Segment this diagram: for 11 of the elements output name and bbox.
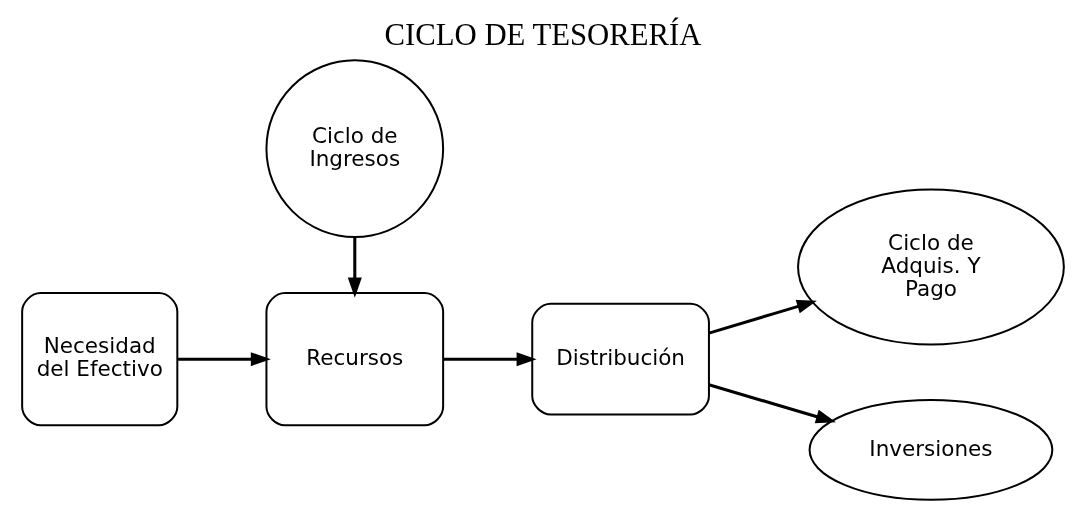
node-box: Distribución — [531, 302, 710, 416]
node-box: Recursos — [265, 292, 445, 427]
node-box: Necesidad del Efectivo — [21, 292, 179, 427]
arrow — [177, 352, 271, 367]
arrow — [347, 237, 362, 298]
arrow — [708, 299, 817, 335]
node-circle: Ciclo de Ingresos — [265, 59, 445, 239]
diagram-title: CICLO DE TESORERÍA — [384, 17, 702, 52]
arrow — [443, 352, 537, 367]
arrow — [708, 383, 836, 424]
node-ellipse: Inversiones — [808, 398, 1054, 501]
